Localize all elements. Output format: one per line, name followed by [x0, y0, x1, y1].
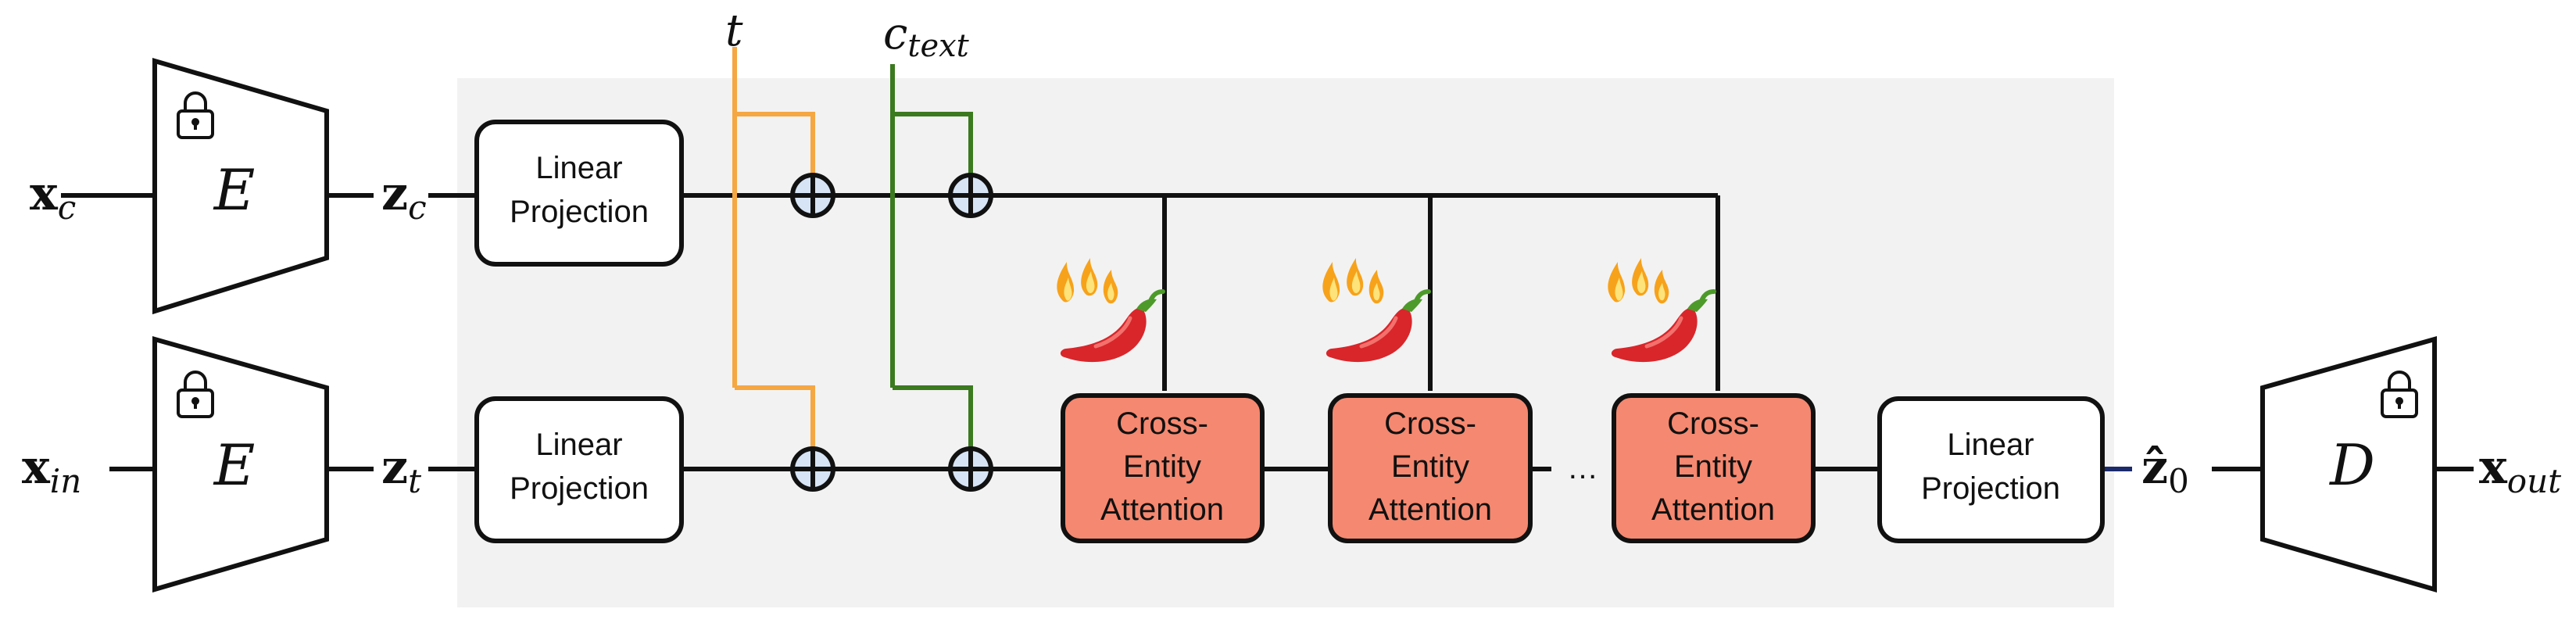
- adder-bottom-t: [790, 446, 835, 492]
- attention-label-line3: Attention: [1100, 492, 1224, 527]
- output-xout-label: xout: [2479, 440, 2561, 500]
- linear-projection-top: Linear Projection: [474, 120, 684, 267]
- c-text-conditioning-line: [890, 64, 973, 452]
- attention-label-line1: Cross-: [1667, 406, 1759, 441]
- input-xin-label: xin: [22, 440, 81, 500]
- box-label-line2: Projection: [510, 195, 649, 229]
- cross-entity-attention-block-1: Cross- Entity Attention: [1061, 393, 1265, 543]
- linear-projection-output: Linear Projection: [1877, 396, 2105, 543]
- attention-label-line1: Cross-: [1116, 406, 1208, 441]
- output-z0-label: ẑ0: [2141, 440, 2189, 500]
- t-label: t: [725, 5, 743, 56]
- box-label-line1: Linear: [1947, 428, 2034, 462]
- input-xc-label: xc: [30, 166, 76, 227]
- box-label-line1: Linear: [535, 428, 622, 462]
- encoder-top-letter: E: [213, 157, 256, 223]
- decoder-letter: D: [2328, 432, 2375, 498]
- attention-label-line2: Entity: [1391, 449, 1469, 484]
- t-conditioning-line: [732, 47, 815, 452]
- attention-label-line2: Entity: [1674, 449, 1752, 484]
- c-text-label: ctext: [883, 9, 970, 64]
- ellipsis: …: [1567, 451, 1598, 485]
- adder-top-ctext: [948, 173, 993, 218]
- adder-bottom-ctext: [948, 446, 993, 492]
- background-panel: [457, 78, 2114, 607]
- attention-label-line3: Attention: [1651, 492, 1775, 527]
- box-label-line1: Linear: [535, 151, 622, 185]
- attention-label-line1: Cross-: [1384, 406, 1476, 441]
- encoder-bottom-letter: E: [213, 432, 256, 498]
- latent-zt-label: zt: [381, 440, 421, 500]
- encoder-bottom: E: [152, 336, 329, 593]
- encoder-top: E: [152, 58, 329, 315]
- attention-label-line2: Entity: [1123, 449, 1201, 484]
- attention-label-line3: Attention: [1368, 492, 1492, 527]
- cross-entity-attention-block-2: Cross- Entity Attention: [1328, 393, 1533, 543]
- decoder: D: [2260, 336, 2437, 593]
- adder-top-t: [790, 173, 835, 218]
- linear-projection-bottom: Linear Projection: [474, 396, 684, 543]
- box-label-line2: Projection: [510, 471, 649, 506]
- latent-zc-label: zc: [381, 166, 427, 227]
- cross-entity-attention-block-3: Cross- Entity Attention: [1612, 393, 1816, 543]
- box-label-line2: Projection: [1921, 471, 2060, 506]
